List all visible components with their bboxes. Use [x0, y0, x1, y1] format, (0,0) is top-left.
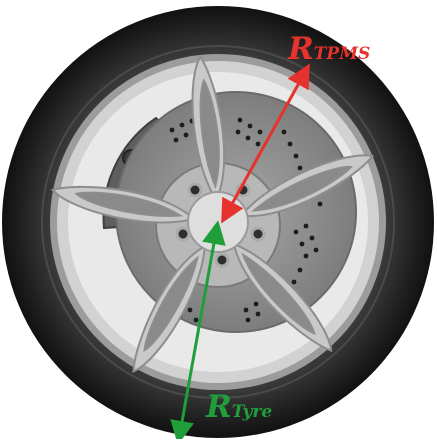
tpms-label-main: R — [288, 31, 314, 67]
tyre-label-sub: Tyre — [232, 402, 272, 422]
tyre-label-main: R — [206, 389, 232, 425]
tpms-radius-label: RTPMS — [288, 34, 370, 65]
tyre-radius-label: RTyre — [206, 392, 272, 423]
hub — [188, 192, 248, 252]
tpms-label-sub: TPMS — [314, 44, 371, 64]
